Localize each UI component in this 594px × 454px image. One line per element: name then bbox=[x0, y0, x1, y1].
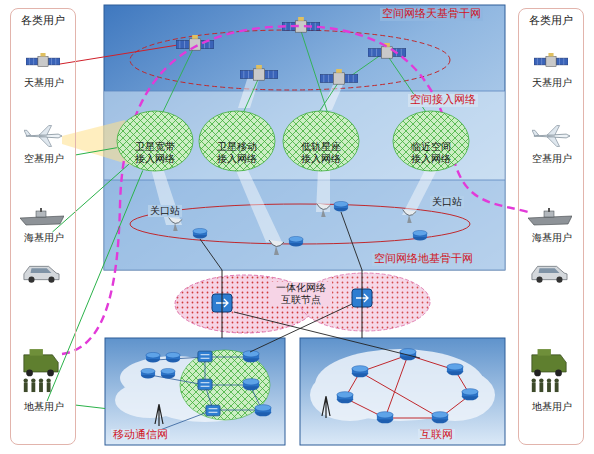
user-label-box: 地基用户 bbox=[13, 401, 75, 416]
node-label: 天基用户 bbox=[521, 77, 583, 89]
panel-heading: 各类用户 bbox=[11, 15, 75, 28]
ground-network-box: 互联网 bbox=[300, 338, 505, 445]
network-link bbox=[75, 405, 105, 408]
node-label: 海基用户 bbox=[13, 232, 75, 244]
network-name: 卫星宽带 接入网络 bbox=[133, 141, 177, 164]
user-panel: 天基用户空基用户海基用户地基用户 各类用户 bbox=[10, 8, 76, 445]
network-link bbox=[52, 164, 129, 232]
access-network-ellipse: 卫星宽带 接入网络 bbox=[116, 110, 194, 172]
gateway-label: 关口站 bbox=[430, 196, 464, 208]
gateway-label: 关口站 bbox=[148, 205, 182, 217]
network-band: 空间网络地基骨干网 bbox=[104, 180, 505, 270]
node-label: 空间接入网络 bbox=[408, 94, 478, 107]
network-name: 低轨星座 接入网络 bbox=[299, 141, 343, 164]
access-network-ellipse: 低轨星座 接入网络 bbox=[282, 110, 360, 172]
network-band: 空间网络天基骨干网 bbox=[104, 5, 505, 91]
ground-network-box: 移动通信网 bbox=[105, 338, 285, 445]
panel-heading: 各类用户 bbox=[519, 15, 583, 28]
node-label: 海基用户 bbox=[521, 232, 583, 244]
network-link bbox=[362, 270, 363, 338]
space-network-panel bbox=[104, 5, 505, 270]
network-name: 卫星移动 接入网络 bbox=[215, 141, 259, 164]
user-label-box: 天基用户 bbox=[13, 77, 75, 92]
node-label: 空间网络地基骨干网 bbox=[372, 253, 475, 266]
ground-network-panels bbox=[105, 338, 505, 445]
node-label: 天基用户 bbox=[13, 77, 75, 89]
node-label: 空基用户 bbox=[521, 153, 583, 165]
network-name: 临近空间 接入网络 bbox=[409, 141, 453, 164]
node-label: 空基用户 bbox=[13, 153, 75, 165]
access-network-ellipse: 卫星移动 接入网络 bbox=[198, 110, 276, 172]
user-label-box: 天基用户 bbox=[521, 77, 583, 92]
node-label: 互联网 bbox=[418, 429, 455, 442]
user-label-box: 海基用户 bbox=[13, 232, 75, 247]
node-label: 移动通信网 bbox=[111, 429, 170, 442]
space-segment bbox=[60, 17, 470, 270]
user-label-box: 地基用户 bbox=[521, 401, 583, 416]
user-panel: 天基用户空基用户海基用户地基用户 各类用户 bbox=[518, 8, 584, 445]
network-link bbox=[75, 148, 117, 155]
node-label: 地基用户 bbox=[521, 401, 583, 413]
interconnect-node-areas bbox=[175, 273, 430, 358]
network-band: 卫星宽带 接入网络 卫星移动 接入网络 低轨星座 接入网络 临近空间 接入网络 空间接入… bbox=[104, 91, 505, 180]
integration-route bbox=[62, 26, 528, 354]
user-label-box: 空基用户 bbox=[521, 153, 583, 168]
user-icons bbox=[20, 53, 572, 392]
node-label: 地基用户 bbox=[13, 401, 75, 413]
access-network-ellipse: 临近空间 接入网络 bbox=[392, 110, 470, 172]
node-label: 空间网络天基骨干网 bbox=[380, 8, 483, 21]
interconnect-label: 一体化网络 互联节点 bbox=[270, 282, 332, 306]
network-link bbox=[222, 270, 223, 338]
network-link bbox=[47, 170, 143, 401]
user-label-box: 空基用户 bbox=[13, 153, 75, 168]
user-label-box: 海基用户 bbox=[521, 232, 583, 247]
